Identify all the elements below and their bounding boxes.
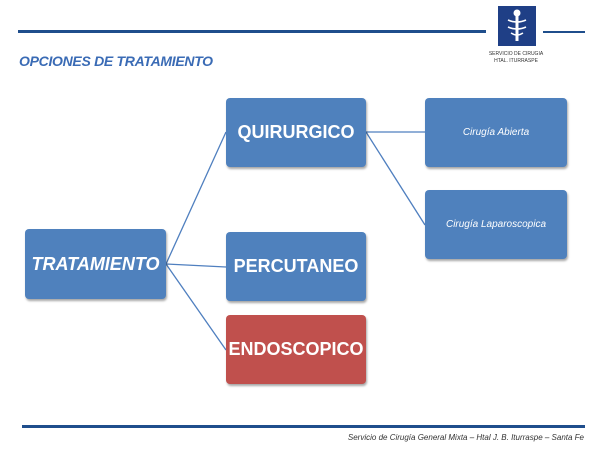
connector-root-quirurgico xyxy=(165,131,227,265)
top-divider xyxy=(18,30,486,33)
caduceus-icon xyxy=(498,6,536,46)
top-divider-right xyxy=(543,31,585,33)
bottom-divider xyxy=(22,425,585,428)
connector-root-endoscopico xyxy=(165,263,227,351)
hospital-logo: SERVICIO DE CIRUGIA HTAL. ITURRASPE xyxy=(480,6,552,80)
slide-title: OPCIONES DE TRATAMIENTO xyxy=(19,53,213,69)
node-tratamiento: TRATAMIENTO xyxy=(25,229,166,299)
logo-text-line1: SERVICIO DE CIRUGIA xyxy=(488,51,544,57)
connector-root-percutaneo xyxy=(165,263,227,268)
node-quirurgico: QUIRURGICO xyxy=(226,98,366,167)
node-endoscopico: ENDOSCOPICO xyxy=(226,315,366,384)
node-cirugia-laparoscopica: Cirugía Laparoscopica xyxy=(425,190,567,259)
node-cirugia-abierta: Cirugía Abierta xyxy=(425,98,567,167)
node-percutaneo: PERCUTANEO xyxy=(226,232,366,301)
slide-footer: Servicio de Cirugía General Mixta – Htal… xyxy=(347,433,584,442)
connector-quirurgico-laparoscopica xyxy=(365,131,426,226)
logo-text-line2: HTAL. ITURRASPE xyxy=(494,58,538,64)
